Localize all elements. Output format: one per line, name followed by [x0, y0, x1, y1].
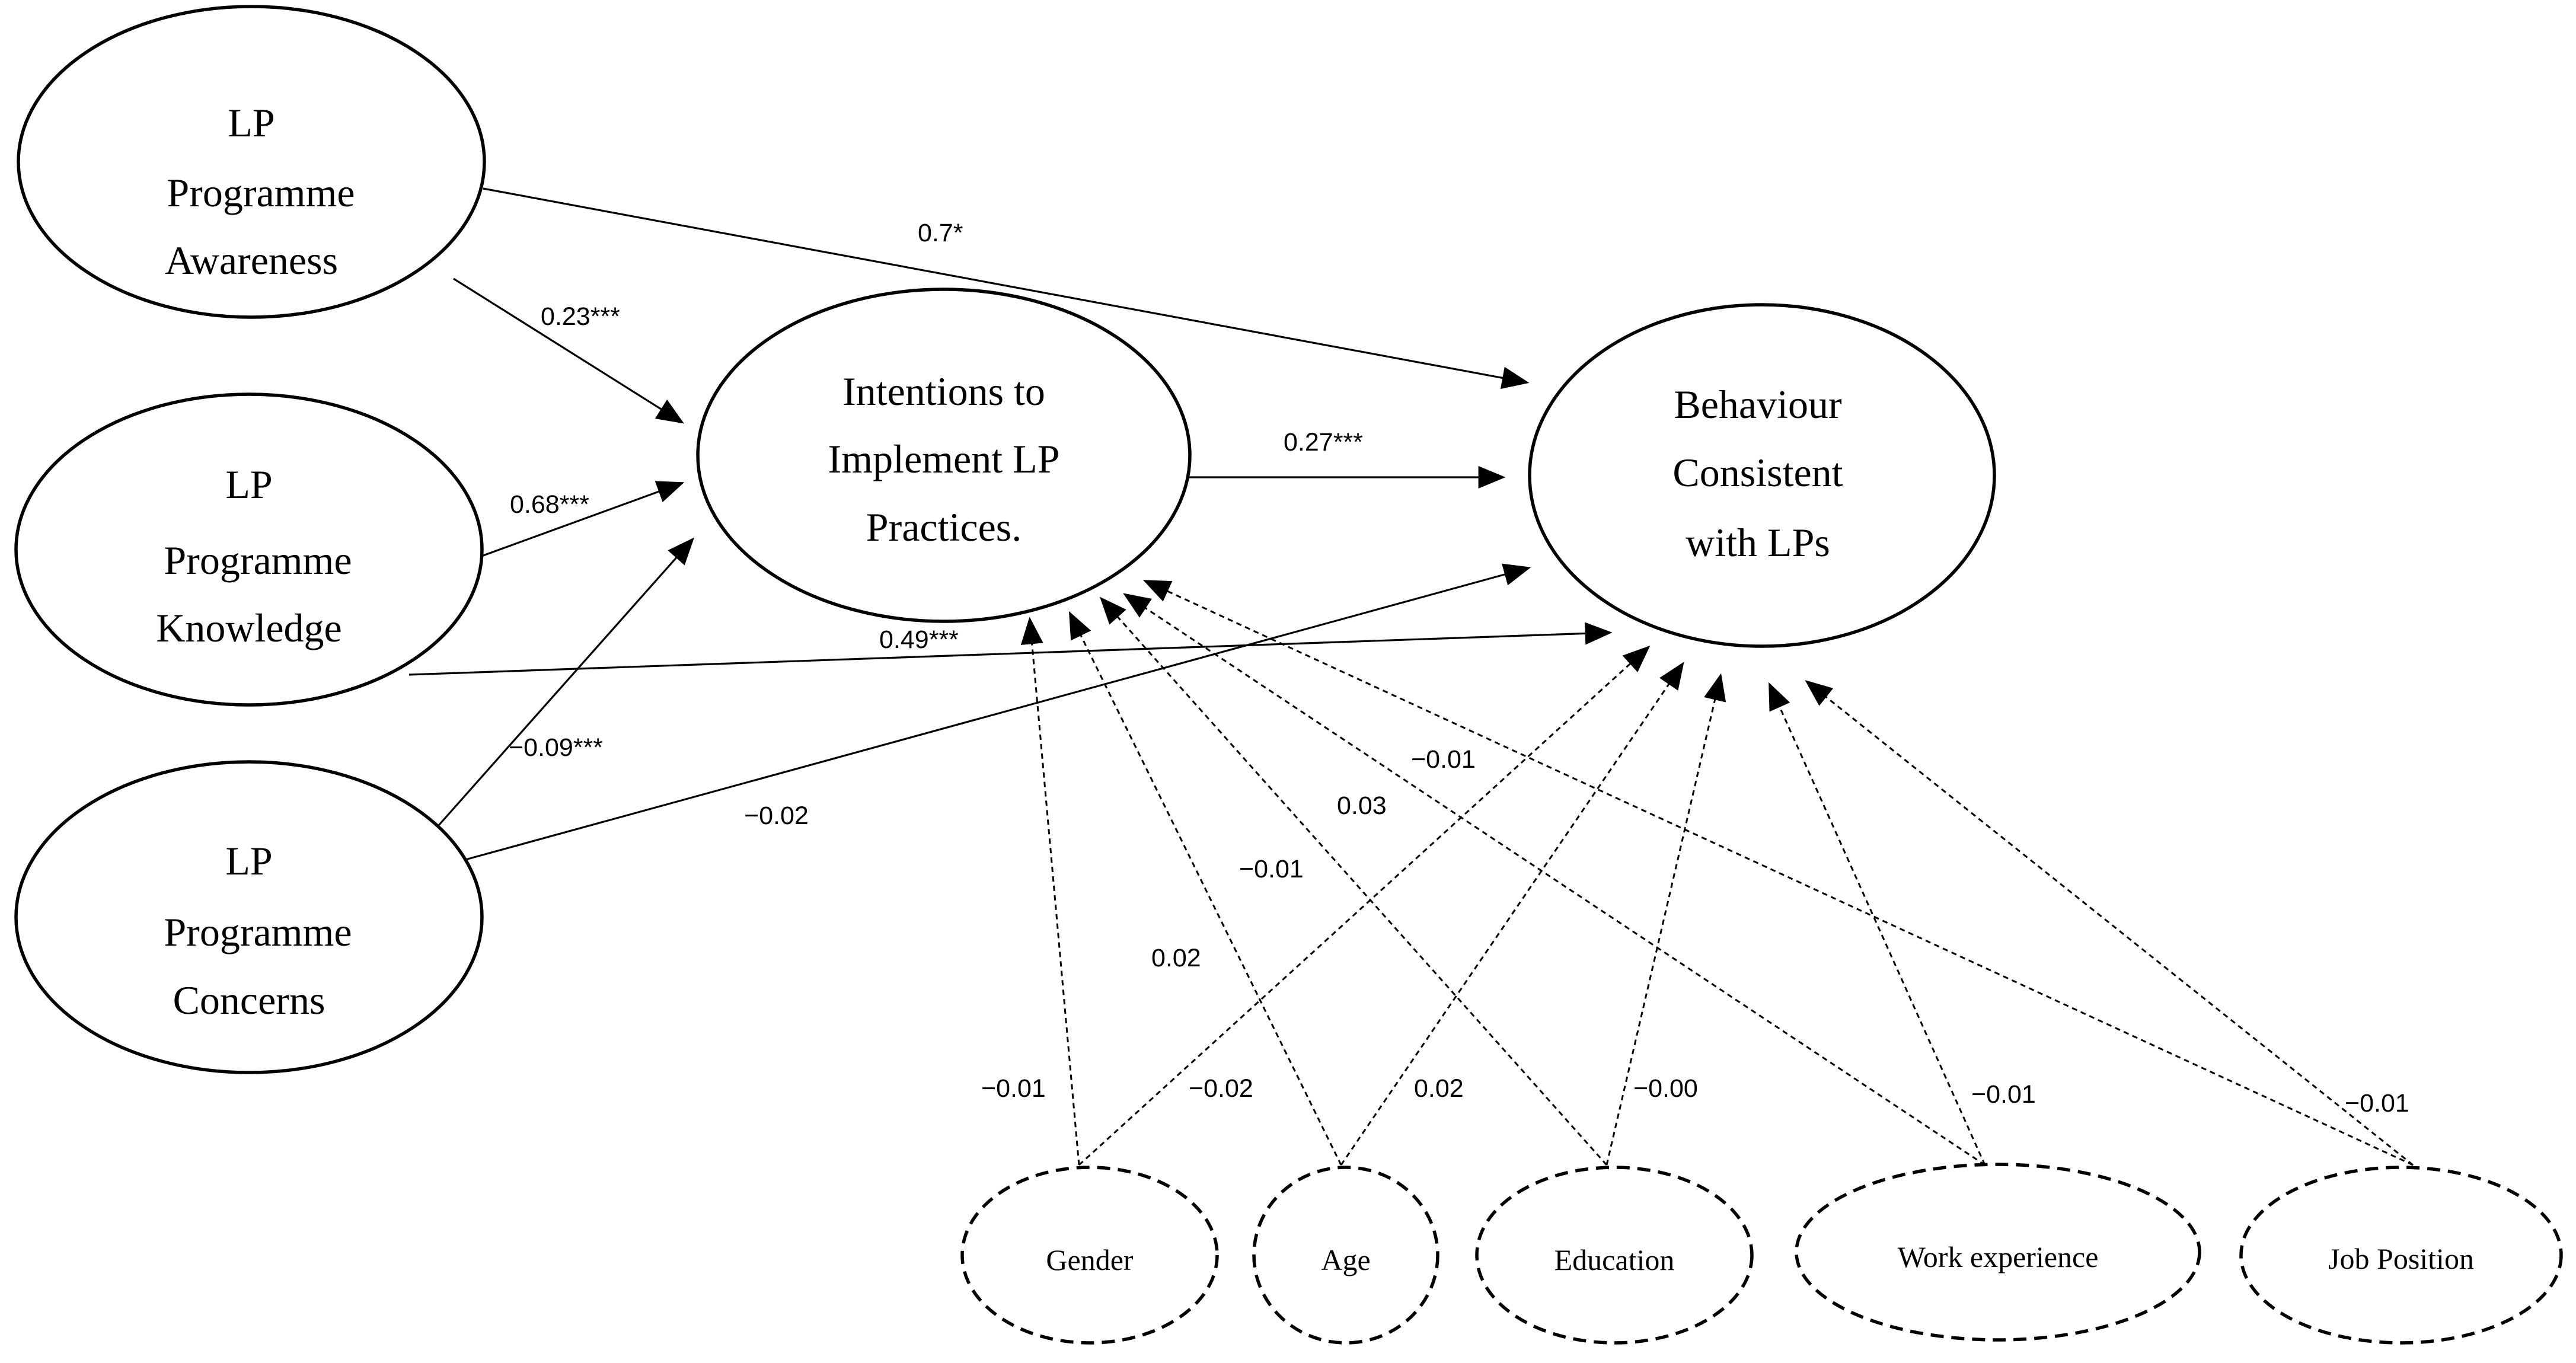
edge-gender-behaviour	[1078, 645, 1651, 1166]
coef-education-behaviour: −0.00	[1633, 1074, 1698, 1103]
edge-knowledge-behaviour	[408, 622, 1613, 676]
node-label-line: Knowledge	[156, 605, 341, 650]
edge-workexp-behaviour	[1769, 682, 1986, 1166]
node-label-line: Programme	[164, 538, 352, 583]
coef-workexp-behaviour: −0.01	[1971, 1080, 2036, 1109]
coef-workexp-intentions: 0.03	[1337, 791, 1387, 820]
node-label-line: Concerns	[173, 978, 325, 1023]
control-label: Gender	[1046, 1243, 1133, 1276]
edge-concerns-intentions	[438, 537, 695, 826]
node-lp-programme-knowledge: LP Programme Knowledge	[14, 392, 484, 707]
edge-jobpos-behaviour	[1805, 680, 2414, 1166]
control-label: Age	[1321, 1243, 1370, 1276]
control-label: Education	[1554, 1243, 1675, 1276]
edge-concerns-behaviour	[465, 563, 1531, 861]
control-gender: Gender	[960, 1166, 1219, 1345]
node-behaviour: Behaviour Consistent with LPs	[1528, 303, 1996, 648]
node-lp-programme-awareness: LP Programme Awareness	[17, 5, 486, 319]
control-label: Work experience	[1898, 1240, 2099, 1273]
node-label-line: Programme	[164, 909, 352, 955]
node-label-line: Intentions to	[842, 369, 1045, 414]
node-lp-programme-concerns: LP Programme Concerns	[14, 760, 484, 1074]
edge-gender-intentions	[1020, 617, 1080, 1166]
coef-awareness-behaviour: 0.7*	[918, 219, 963, 247]
coef-awareness-intentions: 0.23***	[541, 302, 620, 331]
node-label-line: Behaviour	[1674, 382, 1842, 427]
coef-jobpos-intentions: −0.01	[1411, 745, 1476, 774]
edge-age-behaviour	[1340, 662, 1684, 1166]
coefficient-labels: 0.7* 0.23*** 0.68*** 0.49*** −0.09*** −0…	[509, 219, 2409, 1118]
coef-knowledge-intentions: 0.68***	[510, 490, 589, 519]
node-label-line: LP	[225, 838, 272, 883]
edge-jobpos-intentions	[1142, 580, 2414, 1166]
coef-concerns-intentions: −0.09***	[509, 733, 603, 762]
control-job-position: Job Position	[2239, 1166, 2563, 1345]
edge-awareness-intentions	[453, 277, 684, 424]
edge-age-intentions	[1068, 611, 1342, 1166]
edge-awareness-behaviour	[483, 187, 1530, 390]
edge-workexp-intentions	[1123, 593, 1986, 1166]
coef-concerns-behaviour: −0.02	[744, 802, 809, 830]
node-label-line: Consistent	[1672, 450, 1843, 495]
control-age: Age	[1252, 1166, 1439, 1345]
control-label: Job Position	[2328, 1242, 2474, 1275]
node-label-line: Practices.	[866, 505, 1022, 550]
coef-jobpos-behaviour: −0.01	[2345, 1089, 2409, 1118]
edge-education-intentions	[1099, 596, 1608, 1166]
coef-intentions-behaviour: 0.27***	[1284, 428, 1363, 457]
control-work-experience: Work experience	[1795, 1163, 2201, 1342]
coef-age-behaviour: 0.02	[1414, 1074, 1464, 1103]
node-label-line: with LPs	[1686, 520, 1830, 565]
edge-knowledge-intentions	[483, 481, 685, 557]
node-label-line: Programme	[167, 170, 355, 215]
coef-age-intentions: 0.02	[1151, 944, 1201, 972]
control-education: Education	[1475, 1166, 1754, 1345]
node-label-line: LP	[225, 462, 272, 507]
node-label-line: Awareness	[165, 238, 338, 283]
coef-knowledge-behaviour: 0.49***	[879, 625, 959, 654]
coef-gender-intentions: −0.01	[981, 1074, 1046, 1103]
coef-gender-behaviour: −0.02	[1189, 1074, 1253, 1103]
coef-education-intentions: −0.01	[1239, 855, 1304, 883]
structural-paths	[408, 187, 1613, 861]
control-paths	[1020, 580, 2414, 1166]
node-intentions: Intentions to Implement LP Practices.	[696, 288, 1192, 623]
node-label-line: LP	[228, 100, 274, 145]
edge-education-behaviour	[1605, 673, 1726, 1166]
node-label-line: Implement LP	[828, 436, 1060, 481]
